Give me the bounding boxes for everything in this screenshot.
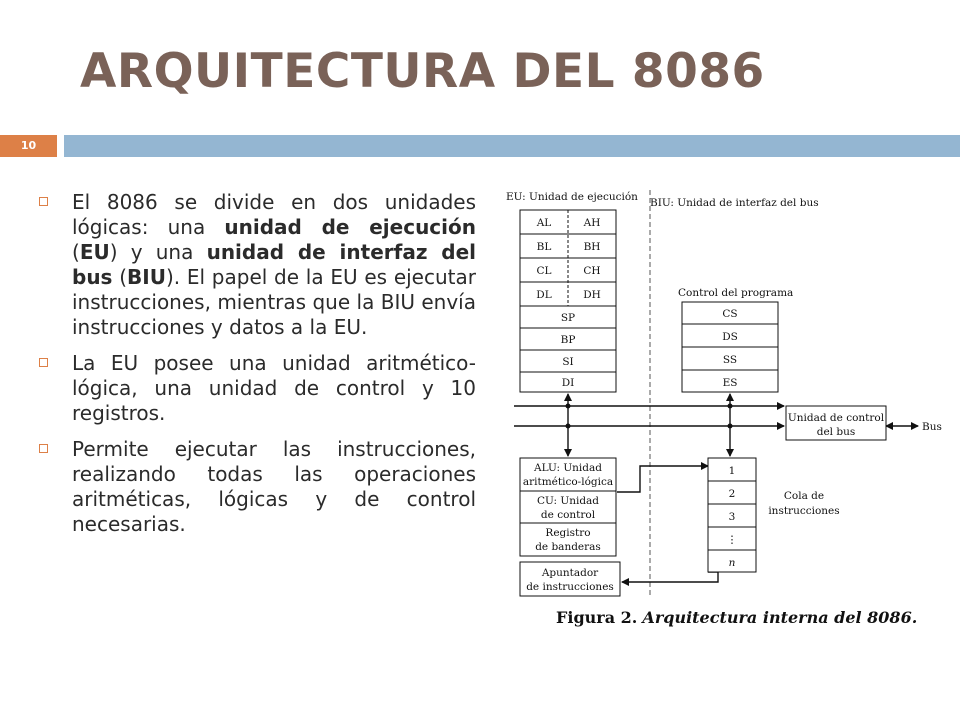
queue-item-n: n <box>729 557 736 569</box>
cu-line2: de control <box>541 509 596 521</box>
square-bullet-icon <box>39 444 48 453</box>
page-number-badge: 10 <box>0 135 57 157</box>
register-ds: DS <box>722 331 738 343</box>
register-si: SI <box>562 356 573 368</box>
register-cs: CS <box>722 308 737 320</box>
bullet-item: La EU posee una unidad aritmético-lógica… <box>36 351 476 426</box>
bullet-text: ) y una <box>109 240 207 264</box>
biu-label: BIU: Unidad de interfaz del bus <box>650 197 819 209</box>
register-dh: DH <box>583 289 601 301</box>
register-bp: BP <box>561 334 576 346</box>
bus-control-line2: del bus <box>817 426 856 438</box>
bullet-text: El 8086 se divide en dos unidades lógica… <box>72 190 476 239</box>
architecture-diagram: EU: Unidad de ejecución BIU: Unidad de i… <box>500 180 960 609</box>
register-al: AL <box>536 217 552 229</box>
bus-label: Bus <box>922 421 942 433</box>
slide-title: ARQUITECTURA DEL 8086 <box>80 44 765 99</box>
caption-label: Figura 2. <box>556 608 638 627</box>
pointer-line1: Apuntador <box>541 567 599 579</box>
queue-label-line1: Cola de <box>784 490 824 502</box>
register-ss: SS <box>723 354 737 366</box>
general-registers <box>519 209 617 393</box>
diagram-svg: EU: Unidad de ejecución BIU: Unidad de i… <box>506 190 942 598</box>
bullet-text: Permite ejecutar las instrucciones, real… <box>72 437 476 536</box>
pointer-line2: de instrucciones <box>526 581 614 593</box>
bullet-bold-text: EU <box>79 240 110 264</box>
flags-line2: de banderas <box>535 541 601 553</box>
alu-line2: aritmético-lógica <box>523 476 613 488</box>
segment-registers <box>681 301 779 393</box>
bullet-text: La EU posee una unidad aritmético-lógica… <box>72 351 476 425</box>
alu-line1: ALU: Unidad <box>533 462 602 474</box>
bullet-bold-text: unidad de ejecución <box>224 215 476 239</box>
instruction-pointer <box>519 561 621 597</box>
bullet-item: Permite ejecutar las instrucciones, real… <box>36 437 476 537</box>
register-bl: BL <box>537 241 552 253</box>
register-es: ES <box>723 377 738 389</box>
register-ch: CH <box>583 265 600 277</box>
queue-item-1: 1 <box>729 465 736 477</box>
bullet-bold-text: BIU <box>127 265 166 289</box>
queue-label-line2: instrucciones <box>768 505 839 517</box>
bus-control-unit <box>785 405 887 441</box>
queue-item-2: 2 <box>729 488 736 500</box>
flags-line1: Registro <box>545 527 590 539</box>
register-di: DI <box>562 377 575 389</box>
queue-item-3: 3 <box>729 511 736 523</box>
bus-control-line1: Unidad de control <box>788 412 885 424</box>
bullet-text: ( <box>72 240 80 264</box>
instruction-queue <box>707 457 757 573</box>
register-dl: DL <box>536 289 551 301</box>
square-bullet-icon <box>39 358 48 367</box>
register-ah: AH <box>583 217 601 229</box>
register-sp: SP <box>561 312 575 324</box>
header-bar <box>64 135 960 157</box>
bullet-item: El 8086 se divide en dos unidades lógica… <box>36 190 476 340</box>
register-bh: BH <box>584 241 601 253</box>
bullet-text: ( <box>112 265 128 289</box>
bullet-text: ). El papel de la EU es ejecutar instruc… <box>72 265 476 339</box>
eu-label: EU: Unidad de ejecución <box>506 191 638 203</box>
alu-stack <box>519 457 617 557</box>
caption-text: Arquitectura interna del 8086. <box>642 608 918 627</box>
bullet-bold-text: unidad de interfaz del bus <box>72 240 476 289</box>
square-bullet-icon <box>39 197 48 206</box>
figure-caption: Figura 2. Arquitectura interna del 8086. <box>556 608 917 627</box>
register-cl: CL <box>536 265 551 277</box>
cu-line1: CU: Unidad <box>537 495 599 507</box>
queue-item-dots: ⋮ <box>727 534 738 546</box>
program-control-label: Control del programa <box>678 287 793 299</box>
bullet-list: El 8086 se divide en dos unidades lógica… <box>36 190 476 548</box>
